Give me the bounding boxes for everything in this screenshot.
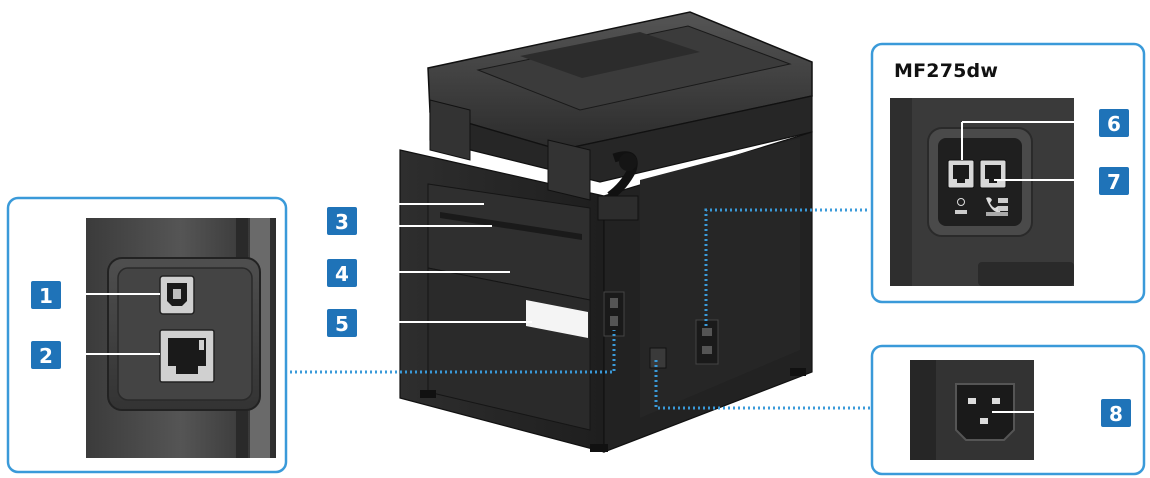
- inset-model-title: MF275dw: [894, 60, 999, 82]
- ethernet-port-icon: [159, 329, 215, 383]
- callout-3: 3: [325, 205, 359, 237]
- line-jack-icon: [947, 159, 975, 189]
- callout-8: 8: [1099, 397, 1133, 429]
- callout-5: 5: [325, 307, 359, 339]
- callout-badge-3: [325, 205, 359, 237]
- connector-left: [290, 330, 616, 374]
- callout-badge-6: [1097, 107, 1131, 139]
- callout-6: 6: [1097, 107, 1131, 139]
- jack-symbols: [955, 197, 1008, 216]
- callout-2: 2: [29, 339, 63, 371]
- callout-number-7: 7: [1107, 170, 1121, 194]
- callout-badge-2: [29, 339, 63, 371]
- callout-badge-7: [1097, 165, 1131, 197]
- callout-number-8: 8: [1109, 402, 1123, 426]
- iec-c14-inlet-icon: [955, 383, 1015, 441]
- leader-3: [359, 203, 492, 227]
- callout-badge-5: [325, 307, 359, 339]
- callout-7: 7: [1097, 165, 1131, 197]
- telephone-jack-icon: [979, 159, 1007, 189]
- printer-rear-body: [399, 11, 813, 453]
- rating-label: [526, 300, 588, 338]
- dotted-connectors: [290, 208, 870, 410]
- inset-power: [870, 344, 1146, 476]
- callout-number-2: 2: [39, 344, 53, 368]
- callout-number-6: 6: [1107, 112, 1121, 136]
- callout-number-3: 3: [335, 210, 349, 234]
- callout-badge-8: [1099, 397, 1133, 429]
- callout-number-5: 5: [335, 312, 349, 336]
- callout-badge-1: [29, 279, 63, 311]
- inset-phone-jacks: [870, 42, 1146, 304]
- callout-1: 1: [29, 279, 63, 311]
- body-leaders: [359, 203, 532, 323]
- callout-badge-4: [325, 257, 359, 289]
- callout-badges: 1 2 3 4 5 6 7 8: [29, 107, 1133, 429]
- callout-4: 4: [325, 257, 359, 289]
- callout-number-4: 4: [335, 262, 349, 286]
- inset-usb-lan: [6, 196, 288, 474]
- connector-top-right: [704, 208, 870, 326]
- usb-port-icon: [159, 275, 195, 315]
- callout-number-1: 1: [39, 284, 53, 308]
- connector-bottom-right: [654, 360, 870, 410]
